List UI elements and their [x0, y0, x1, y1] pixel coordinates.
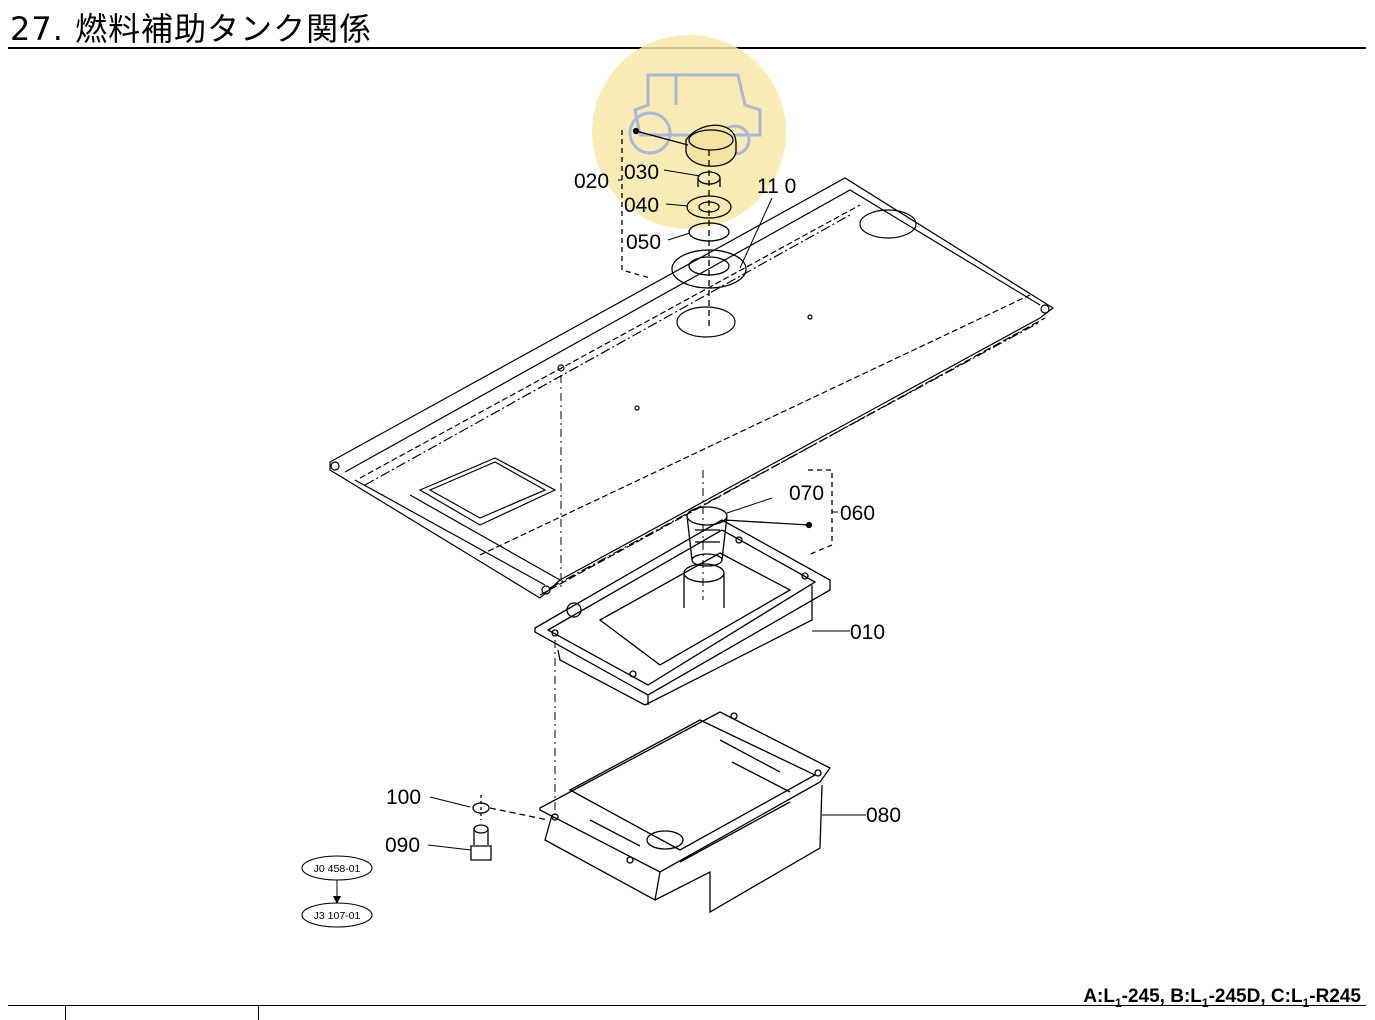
model-applicability: A:L1-245, B:L1-245D, C:L1-R245	[1083, 986, 1361, 1010]
leader-lines	[427, 169, 866, 851]
assembly-center-lines	[554, 375, 704, 815]
footer-column-divider	[65, 1005, 66, 1020]
label-020: 020	[574, 170, 609, 193]
reference-oval-2: J3 107-01	[301, 902, 373, 928]
tank-bracket	[539, 711, 831, 914]
label-100: 100	[386, 786, 421, 809]
tank-cover-panel	[329, 177, 1055, 599]
strainer-assembly	[683, 469, 833, 608]
bolt-and-washer	[470, 795, 549, 861]
footer-column-divider	[258, 1005, 259, 1020]
label-010: 010	[850, 621, 885, 644]
label-040: 040	[624, 194, 659, 217]
label-050: 050	[626, 231, 661, 254]
label-070: 070	[789, 482, 824, 505]
watermark-logo	[592, 35, 786, 229]
reference-oval-1: J0 458-01	[301, 855, 373, 881]
label-060: 060	[840, 502, 875, 525]
page-title: 27. 燃料補助タンク関係	[10, 10, 373, 48]
label-030: 030	[624, 161, 659, 184]
label-110: 11 0	[757, 175, 796, 198]
sub-tank	[534, 519, 831, 706]
label-080: 080	[866, 804, 901, 827]
footer-rule	[8, 1005, 1366, 1006]
label-090: 090	[385, 834, 420, 857]
filler-cap-assembly	[621, 124, 747, 330]
reference-code-1: J0 458-01	[314, 863, 361, 875]
reference-code-2: J3 107-01	[314, 910, 361, 922]
